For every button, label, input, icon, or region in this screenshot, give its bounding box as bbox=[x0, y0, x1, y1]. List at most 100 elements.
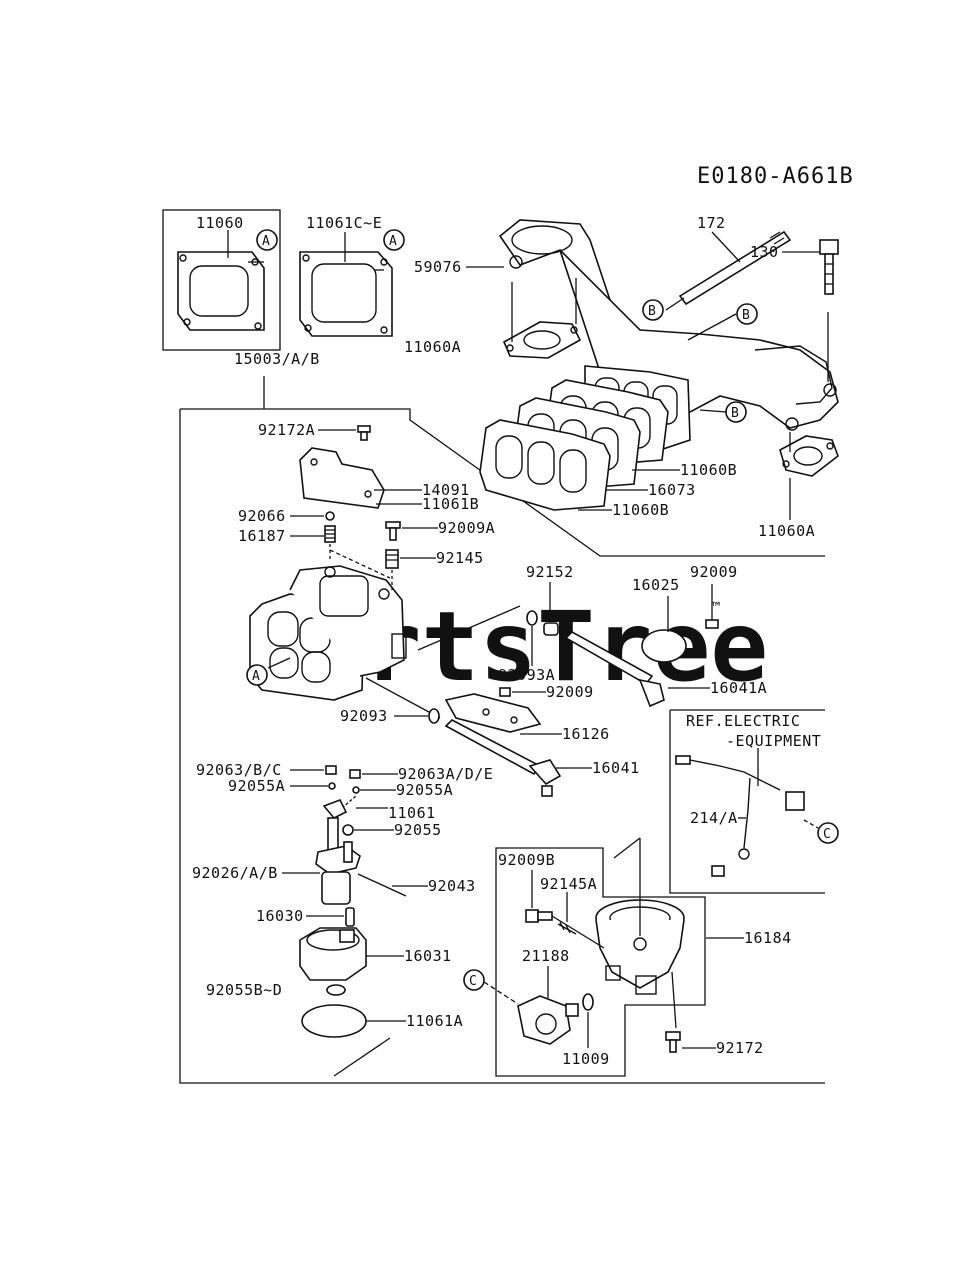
label-92055: 92055 bbox=[394, 821, 442, 839]
label-92093a: 92093A bbox=[498, 666, 555, 684]
nozzle-92026 bbox=[315, 798, 361, 905]
label-130: 130 bbox=[750, 243, 779, 261]
bolt-92172 bbox=[665, 1031, 681, 1053]
svg-text:B: B bbox=[731, 406, 739, 421]
callout-b-2: B bbox=[736, 303, 758, 325]
callout-c-2: C bbox=[817, 822, 839, 844]
gasket-11060 bbox=[177, 251, 265, 331]
choke-shaft-16041a bbox=[564, 631, 665, 708]
label-92093: 92093 bbox=[340, 707, 388, 725]
label-59076: 59076 bbox=[414, 258, 462, 276]
svg-text:B: B bbox=[648, 304, 656, 319]
bolt-130 bbox=[819, 239, 839, 295]
label-11061c: 11061C~E bbox=[306, 214, 382, 232]
label-16184: 16184 bbox=[744, 929, 792, 947]
label-21188: 21188 bbox=[522, 947, 570, 965]
label-16041: 16041 bbox=[592, 759, 640, 777]
o-ring-92055a-right bbox=[352, 786, 360, 794]
carb-frame-top bbox=[180, 408, 825, 557]
choke-plate-16025 bbox=[641, 629, 687, 663]
label-92055bd: 92055B~D bbox=[206, 981, 282, 999]
gasket-11060a-right bbox=[779, 435, 839, 477]
seal-92093 bbox=[428, 708, 440, 724]
label-92145: 92145 bbox=[436, 549, 484, 567]
o-ring-92066 bbox=[325, 511, 335, 521]
label-92055a-left: 92055A bbox=[228, 777, 285, 795]
bushing-92152 bbox=[543, 622, 559, 636]
label-16031: 16031 bbox=[404, 947, 452, 965]
svg-text:C: C bbox=[469, 974, 477, 989]
svg-text:A: A bbox=[252, 669, 260, 684]
label-92172: 92172 bbox=[716, 1039, 764, 1057]
label-214a: 214/A bbox=[690, 809, 738, 827]
float-16031 bbox=[299, 927, 367, 981]
label-11060b-1: 11060B bbox=[680, 461, 737, 479]
label-92043: 92043 bbox=[428, 877, 476, 895]
label-92009-mid: 92009 bbox=[546, 683, 594, 701]
svg-text:B: B bbox=[742, 308, 750, 323]
screw-92172a bbox=[357, 425, 371, 441]
plate-14091 bbox=[299, 447, 385, 509]
wire-harness-214a bbox=[675, 755, 805, 877]
solenoid-21188 bbox=[517, 995, 579, 1045]
spring-92145a bbox=[557, 921, 577, 935]
svg-text:C: C bbox=[823, 827, 831, 842]
screw-92009-mid bbox=[499, 687, 511, 697]
label-92026: 92026/A/B bbox=[192, 864, 278, 882]
label-92063ade: 92063A/D/E bbox=[398, 765, 493, 783]
label-ref-electric-1: REF.ELECTRIC bbox=[686, 712, 800, 730]
gasket-11061c bbox=[299, 251, 393, 337]
label-ref-electric-2: -EQUIPMENT bbox=[726, 732, 821, 750]
seal-92093a bbox=[526, 610, 538, 626]
label-11060a-right: 11060A bbox=[758, 522, 815, 540]
screw-92009b bbox=[525, 909, 553, 923]
label-16041a: 16041A bbox=[710, 679, 767, 697]
label-172: 172 bbox=[697, 214, 726, 232]
label-92066: 92066 bbox=[238, 507, 286, 525]
svg-text:A: A bbox=[389, 234, 397, 249]
label-16025: 16025 bbox=[632, 576, 680, 594]
o-ring-11009 bbox=[582, 993, 594, 1011]
valve-16030 bbox=[345, 907, 355, 927]
spring-92145 bbox=[385, 549, 399, 569]
label-11060a-top: 11060A bbox=[404, 338, 461, 356]
svg-text:A: A bbox=[262, 234, 270, 249]
label-92063bc: 92063/B/C bbox=[196, 761, 282, 779]
callout-b-3: B bbox=[725, 401, 747, 423]
spring-16187 bbox=[324, 525, 336, 543]
label-11060b-2: 11060B bbox=[612, 501, 669, 519]
screw-92009a bbox=[385, 521, 401, 541]
electric-frame-side bbox=[669, 710, 825, 894]
throttle-shaft-16041 bbox=[444, 719, 562, 797]
o-ring-92055a-left bbox=[328, 782, 336, 790]
jet-92063bc bbox=[325, 765, 337, 775]
callout-b-1: B bbox=[642, 299, 664, 321]
label-16187: 16187 bbox=[238, 527, 286, 545]
jet-92063ade bbox=[349, 769, 361, 779]
callout-c-1: C bbox=[463, 969, 485, 991]
label-92009-top: 92009 bbox=[690, 563, 738, 581]
gasket-11060b-2 bbox=[479, 419, 611, 511]
callout-a-3: A bbox=[246, 657, 291, 686]
diagram-code: E0180-A661B bbox=[697, 164, 854, 189]
label-11061: 11061 bbox=[388, 804, 436, 822]
o-ring-92055bd bbox=[326, 984, 346, 996]
label-92009b: 92009B bbox=[498, 851, 555, 869]
gasket-59076-flange bbox=[502, 321, 582, 359]
carb-frame-outline bbox=[179, 409, 825, 1084]
trademark-symbol: ™ bbox=[712, 600, 720, 616]
label-14091: 14091 bbox=[422, 481, 470, 499]
carburetor-body bbox=[249, 565, 407, 701]
label-11061a: 11061A bbox=[406, 1012, 463, 1030]
throttle-plate-16126 bbox=[444, 693, 542, 733]
label-92009a: 92009A bbox=[438, 519, 495, 537]
gasket-inset-box bbox=[162, 209, 281, 351]
callout-a-1: A bbox=[256, 229, 278, 263]
callout-a-2: A bbox=[383, 229, 405, 251]
gasket-11061a bbox=[301, 1004, 367, 1038]
o-ring-92055 bbox=[342, 824, 354, 836]
label-11060: 11060 bbox=[196, 214, 244, 232]
fuel-valve-subframe bbox=[495, 847, 706, 1077]
label-92055a-right: 92055A bbox=[396, 781, 453, 799]
label-11009: 11009 bbox=[562, 1050, 610, 1068]
